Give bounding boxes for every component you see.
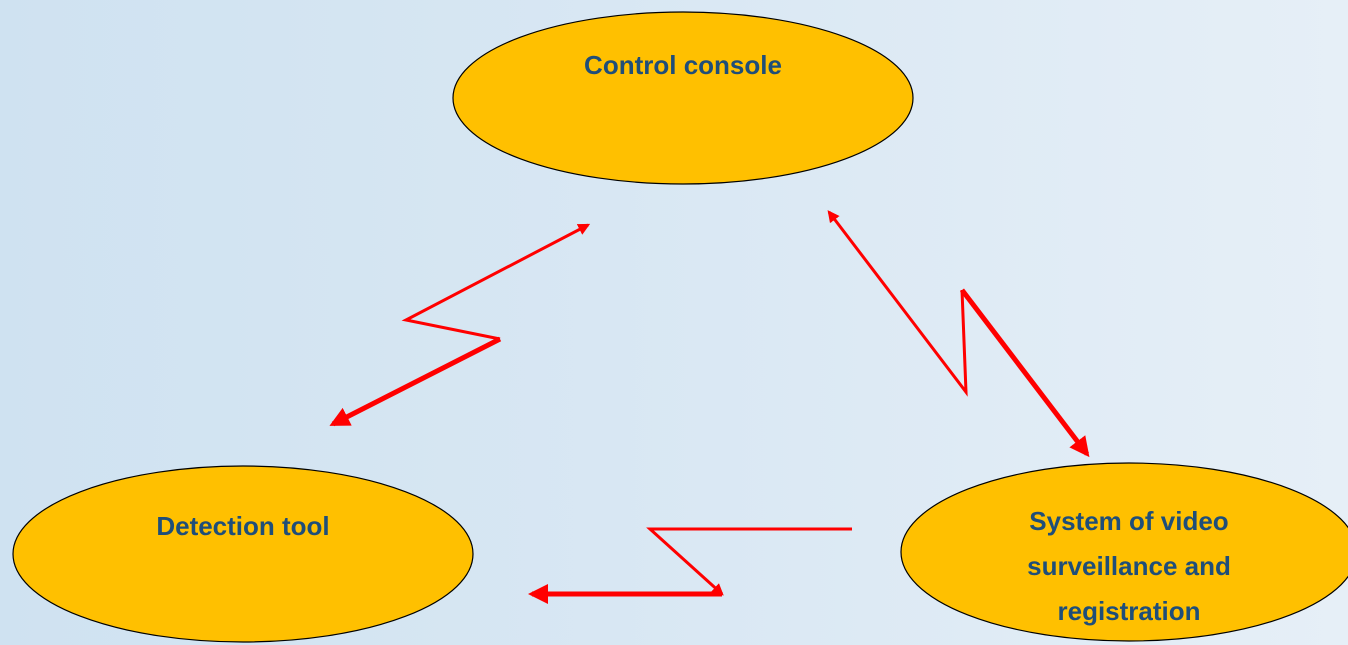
control-console-ellipse [452,11,914,185]
link-console-detection [329,223,591,427]
node-detection-tool: Detection tool [12,465,474,643]
link-console-video-thin [827,210,968,397]
detection-tool-label: Detection tool [156,511,329,541]
link-console-detection-thin [401,223,591,341]
link-detection-video-thin [646,527,852,596]
video-system-label-line-3: registration [1057,596,1200,626]
link-console-video-thick [960,288,1090,458]
video-system-label-line-1: System of video [1029,506,1228,536]
link-console-detection-thick [329,336,502,427]
link-console-video [827,210,1090,458]
detection-tool-ellipse [12,465,474,643]
video-system-ellipse [900,462,1348,642]
control-console-label: Control console [584,50,782,80]
video-system-label-line-2: surveillance and [1027,551,1231,581]
link-detection-video [528,527,852,604]
node-control-console: Control console [452,11,914,185]
node-video-system: System of video surveillance and registr… [900,462,1348,642]
